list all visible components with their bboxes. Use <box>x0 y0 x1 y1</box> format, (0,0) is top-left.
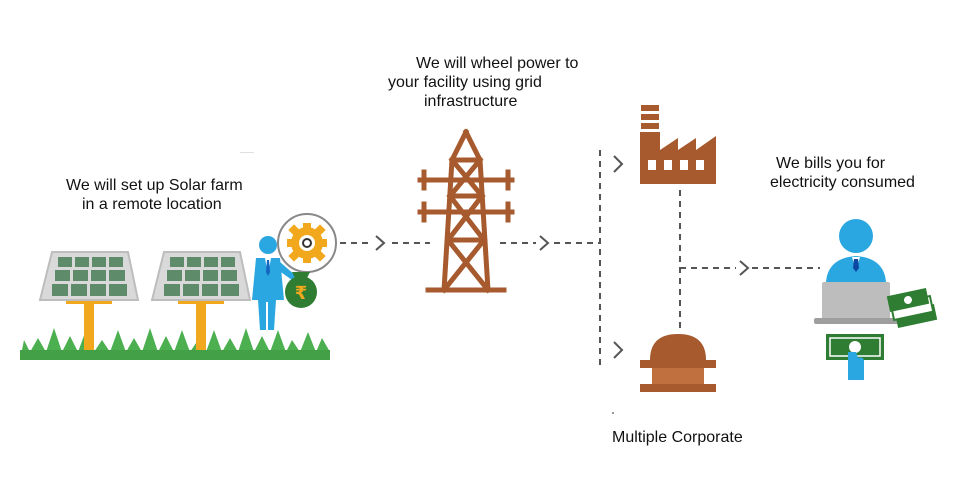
stray-mark <box>240 152 254 153</box>
solar-panel-right <box>150 251 252 350</box>
solar-panel-left <box>38 251 140 350</box>
businessman-icon <box>252 236 296 330</box>
label-solar-farm: We will set up Solar farm in a remote lo… <box>66 176 296 214</box>
cash-stack <box>886 288 938 328</box>
label-wheel-line-2: your facility using grid <box>388 74 542 91</box>
rupee-symbol: ₹ <box>295 283 308 304</box>
arrow-chevrons <box>375 155 750 359</box>
grass-strip <box>20 328 330 360</box>
label-solar-line-2: in a remote location <box>82 196 222 213</box>
factory-icon <box>640 105 716 184</box>
label-bill-line-1: We bills you for <box>776 155 886 172</box>
dome-building-icon <box>640 334 716 392</box>
solar-panel-icon <box>38 251 252 350</box>
label-wheel-line-3: infrastructure <box>424 93 518 110</box>
chevron-right-icon <box>375 235 386 251</box>
cash-icon <box>826 288 938 380</box>
chevron-right-icon <box>613 341 624 359</box>
chevron-right-icon <box>539 235 550 251</box>
label-wheel-line-1: We will wheel power to <box>416 55 579 72</box>
person-at-laptop-icon <box>814 219 898 324</box>
connector-lines <box>340 150 820 370</box>
label-bill-line-2: electricity consumed <box>770 174 915 191</box>
stray-mark <box>612 412 614 414</box>
cash-note-hand <box>826 334 884 380</box>
label-wheel-power: We will wheel power to your facility usi… <box>388 54 608 111</box>
label-billing: We bills you for electricity consumed <box>770 154 950 192</box>
label-solar-line-1: We will set up Solar farm <box>66 177 243 194</box>
chevron-right-icon <box>613 155 624 173</box>
label-multiple-corporate: Multiple Corporate <box>612 429 743 446</box>
chevron-right-icon <box>739 260 750 276</box>
gear-icon <box>277 213 337 273</box>
rupee-money-bag-icon: ₹ <box>285 272 317 308</box>
transmission-tower-icon <box>417 128 515 294</box>
